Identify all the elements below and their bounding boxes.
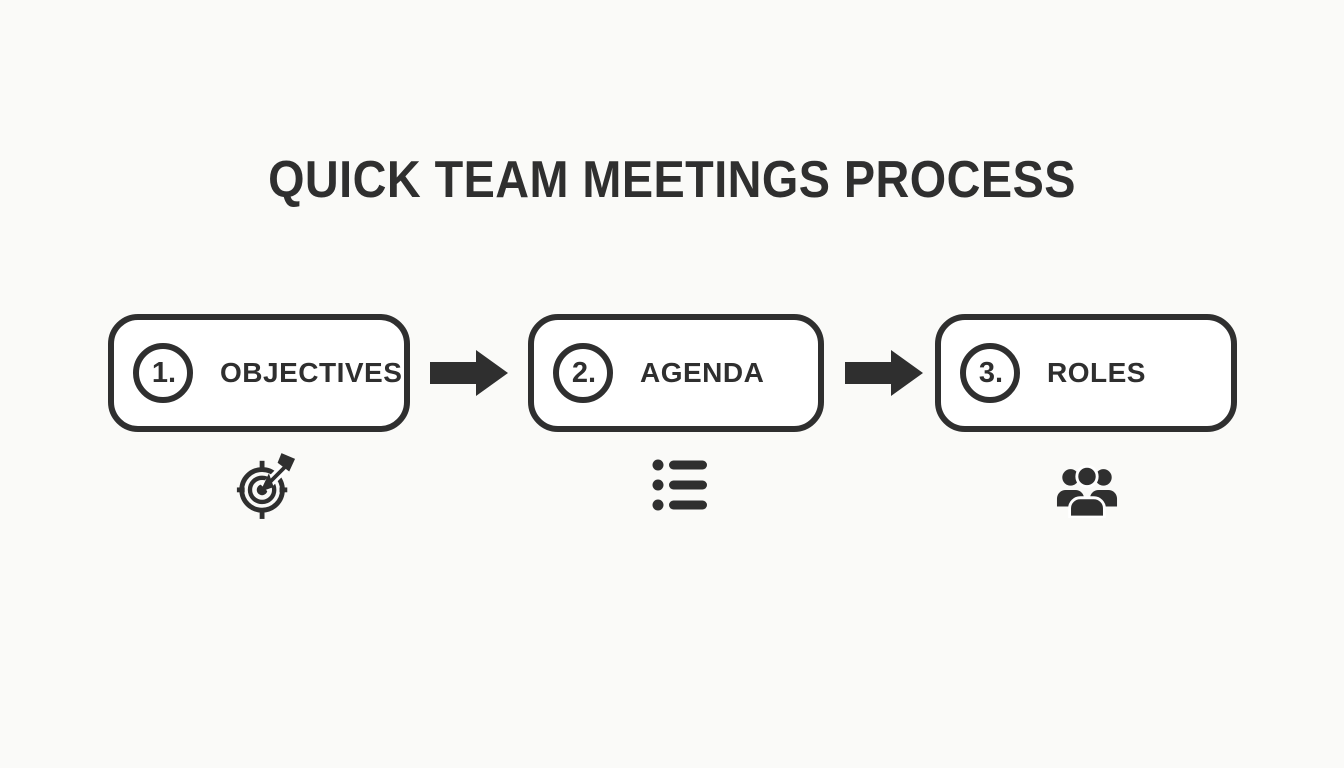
step-box-objectives: 1. OBJECTIVES bbox=[108, 314, 410, 432]
step-label-objectives: OBJECTIVES bbox=[220, 357, 403, 388]
arrow-right-icon bbox=[845, 350, 923, 396]
arrow-right-icon bbox=[430, 350, 508, 396]
step-number-3: 3. bbox=[978, 356, 1004, 389]
step-label-roles: ROLES bbox=[1047, 357, 1146, 388]
step-number-2: 2. bbox=[571, 356, 597, 389]
step-number-badge-3: 3. bbox=[960, 343, 1020, 403]
diagram-title: QUICK TEAM MEETINGS PROCESS bbox=[268, 151, 1076, 209]
target-arrow-icon bbox=[236, 453, 296, 519]
step-number-badge-2: 2. bbox=[553, 343, 613, 403]
step-box-agenda: 2. AGENDA bbox=[528, 314, 824, 432]
step-number-badge-1: 1. bbox=[133, 343, 193, 403]
bulleted-list-icon bbox=[652, 459, 707, 511]
step-number-1: 1. bbox=[151, 356, 177, 389]
step-box-roles: 3. ROLES bbox=[935, 314, 1237, 432]
step-label-agenda: AGENDA bbox=[640, 357, 765, 388]
people-group-icon bbox=[1056, 464, 1118, 518]
